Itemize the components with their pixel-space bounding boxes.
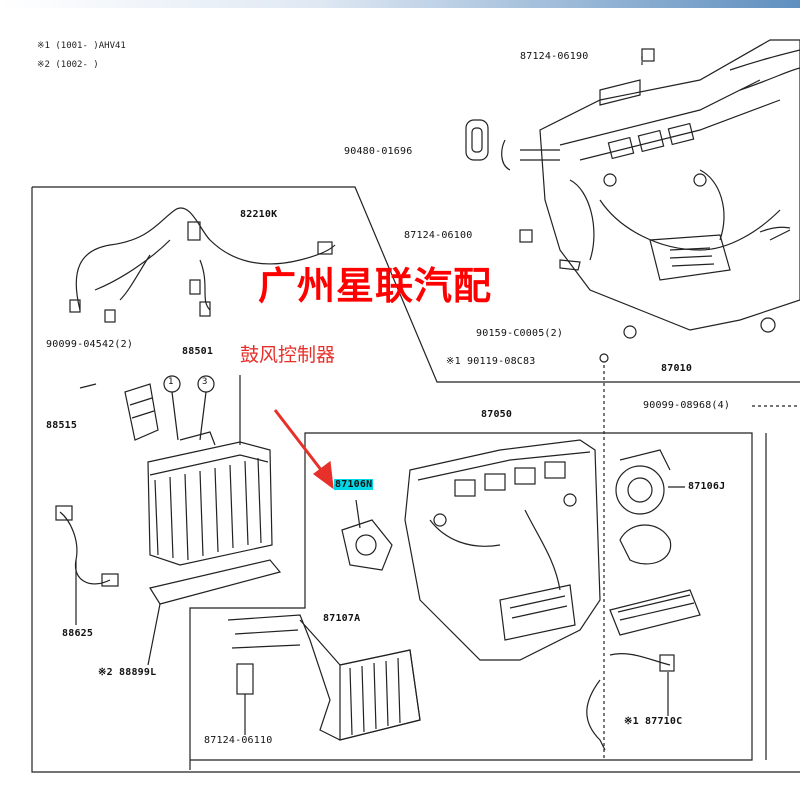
- wire-harness-82210k: [69, 207, 336, 323]
- part-label-87124-06110: 87124-06110: [204, 735, 273, 746]
- frame-lines: [31, 186, 800, 773]
- top-gradient-bar: [0, 0, 800, 8]
- clip-icon-87124-06190: [641, 48, 655, 62]
- store-watermark-title: 广州星联汽配: [258, 264, 493, 308]
- part-highlight-87106n: 87106N: [334, 479, 374, 490]
- part-label-87710c: ※1 87710C: [624, 716, 683, 727]
- part-label-88899l: ※2 88899L: [98, 667, 157, 678]
- evaporator-88501: [147, 431, 273, 566]
- harness-87710c: [586, 653, 675, 751]
- part-label-90099-04542: 90099-04542(2): [46, 339, 134, 350]
- hvac-assembly-top: [501, 39, 800, 363]
- grommet-icon-90480: [465, 119, 489, 161]
- part-label-88501: 88501: [182, 346, 214, 357]
- clip-icon-87124-06110: [236, 663, 254, 735]
- part-label-87106n: 87106N: [334, 479, 374, 490]
- part-label-90159-c0005: 90159-C0005(2): [476, 328, 564, 339]
- part-label-88625: 88625: [62, 628, 94, 639]
- blower-controller-annotation: 鼓风控制器: [240, 344, 336, 366]
- part-label-87107a: 87107A: [323, 613, 361, 624]
- part-label-87010: 87010: [661, 363, 693, 374]
- note-2: ※2 (1002- ): [37, 60, 99, 70]
- seal-88899l: [147, 559, 282, 666]
- callout-number-3: 3: [202, 377, 208, 387]
- hvac-case-87050: [404, 439, 601, 661]
- heater-core-87107a: [227, 614, 421, 741]
- blower-resistor-88515: [79, 383, 159, 441]
- clip-icon-87124-06100: [519, 229, 533, 243]
- blower-controller-87106n: [341, 499, 393, 571]
- note-1: ※1 (1001- )AHV41: [37, 41, 126, 51]
- part-label-88515: 88515: [46, 420, 78, 431]
- part-label-90119-08c83: ※1 90119-08C83: [446, 356, 536, 367]
- blower-motor-87106j: [615, 449, 685, 565]
- filter-87710c: [609, 589, 701, 636]
- part-label-87124-06100: 87124-06100: [404, 230, 473, 241]
- part-label-87050: 87050: [481, 409, 513, 420]
- part-label-90099-08968: 90099-08968(4): [643, 400, 731, 411]
- callout-number-1: 1: [168, 377, 174, 387]
- part-label-87106j: 87106J: [688, 481, 726, 492]
- part-label-90480-01696: 90480-01696: [344, 146, 413, 157]
- part-label-82210k: 82210K: [240, 209, 278, 220]
- sensor-88625: [55, 505, 119, 625]
- part-label-87124-06190: 87124-06190: [520, 51, 589, 62]
- red-arrow-icon: [273, 409, 334, 490]
